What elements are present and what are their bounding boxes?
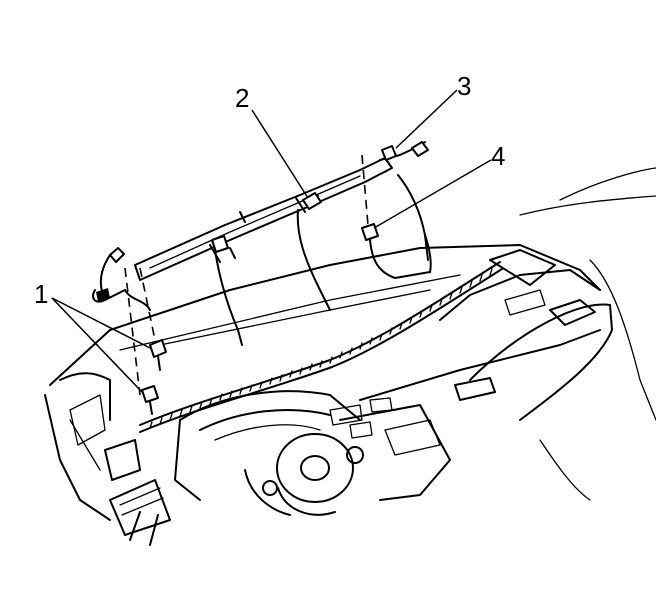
wiring-harness [139, 261, 503, 433]
trim-bar-connectors [109, 141, 429, 263]
callout-1: 1 [34, 279, 49, 309]
side-trim [69, 419, 159, 546]
leader-lines [51, 89, 492, 393]
callout-3: 3 [457, 71, 472, 101]
callout-4: 4 [491, 141, 506, 171]
dash-top-panel [44, 244, 601, 521]
left-vent [104, 439, 171, 536]
instrument-cluster-hood [174, 390, 361, 501]
fastener-left-lower [141, 385, 159, 415]
fastener-right [361, 223, 431, 279]
drop-harness [214, 209, 432, 346]
alignment-lines [124, 154, 369, 396]
windshield-outline [519, 167, 656, 501]
callout-2: 2 [235, 83, 250, 113]
passenger-dash [439, 249, 601, 326]
upper-trim-bar [134, 157, 393, 281]
centre-stack [329, 303, 613, 501]
steering-column [244, 433, 364, 516]
fastener-left-upper [149, 339, 167, 371]
